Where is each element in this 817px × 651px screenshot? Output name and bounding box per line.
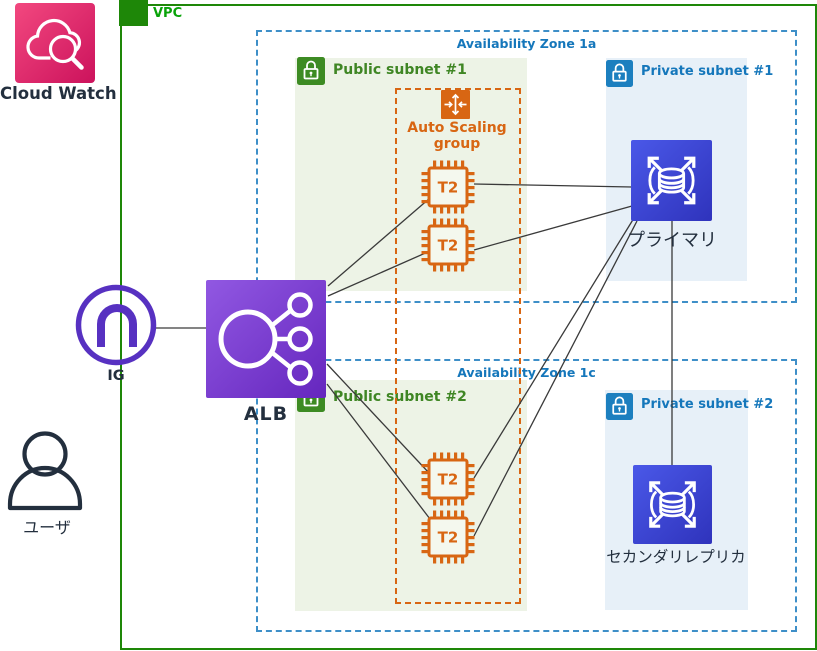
line-t2-1a-to-primary: [473, 183, 633, 188]
internet-gateway-icon: [75, 284, 157, 366]
private-subnet-1-label: Private subnet #1: [641, 64, 774, 79]
svg-text:T2: T2: [438, 237, 459, 255]
line-t2-1b-to-primary: [473, 205, 633, 251]
auto-scaling-label-line2: group: [433, 136, 481, 152]
svg-text:T2: T2: [438, 179, 459, 197]
vpc-icon: [119, 0, 148, 26]
availability-zone-1a: Availability Zone 1a: [256, 30, 797, 303]
svg-text:T2: T2: [438, 529, 459, 547]
rds-primary-icon: [631, 140, 712, 221]
public-subnet-1-box: [295, 58, 527, 291]
rds-secondary-label: セカンダリレプリカ: [606, 548, 746, 566]
user-label: ユーザ: [23, 518, 71, 537]
ec2-t2-instance-2b: T2: [421, 510, 475, 564]
ec2-t2-instance-2a: T2: [421, 452, 475, 506]
auto-scaling-group-box: [395, 88, 521, 604]
line-alb-to-t2-2b: [326, 383, 431, 520]
rds-secondary-icon: [633, 465, 712, 544]
alb-label: ALB: [243, 403, 289, 425]
public-subnet-2-box: [295, 380, 527, 611]
public-subnet-1-label: Public subnet #1: [333, 62, 467, 78]
auto-scaling-icon: [441, 90, 470, 119]
vpc-label: VPC: [153, 6, 183, 21]
rds-primary-label: プライマリ: [627, 230, 717, 251]
az-1a-label: Availability Zone 1a: [456, 36, 597, 51]
line-t2-2a-to-primary: [473, 217, 635, 479]
line-alb-to-t2-1b: [327, 250, 431, 297]
cloudwatch-icon: [15, 3, 95, 83]
public-subnet-2-label: Public subnet #2: [333, 389, 467, 405]
user-icon: [7, 431, 83, 511]
private-subnet-2-label: Private subnet #2: [641, 397, 774, 412]
auto-scaling-label-line1: Auto Scaling: [407, 120, 507, 136]
ec2-t2-instance-1b: T2: [421, 218, 475, 272]
ec2-t2-instance-1a: T2: [421, 160, 475, 214]
alb-icon: [206, 280, 326, 398]
vpc-boundary: [120, 4, 817, 650]
line-alb-to-t2-2a: [326, 363, 431, 475]
cloudwatch-label: Cloud Watch: [0, 84, 117, 103]
internet-gateway-label: IG: [107, 368, 125, 384]
line-t2-2b-to-primary: [473, 220, 638, 537]
line-alb-to-t2-1a: [327, 197, 431, 287]
svg-text:T2: T2: [438, 471, 459, 489]
